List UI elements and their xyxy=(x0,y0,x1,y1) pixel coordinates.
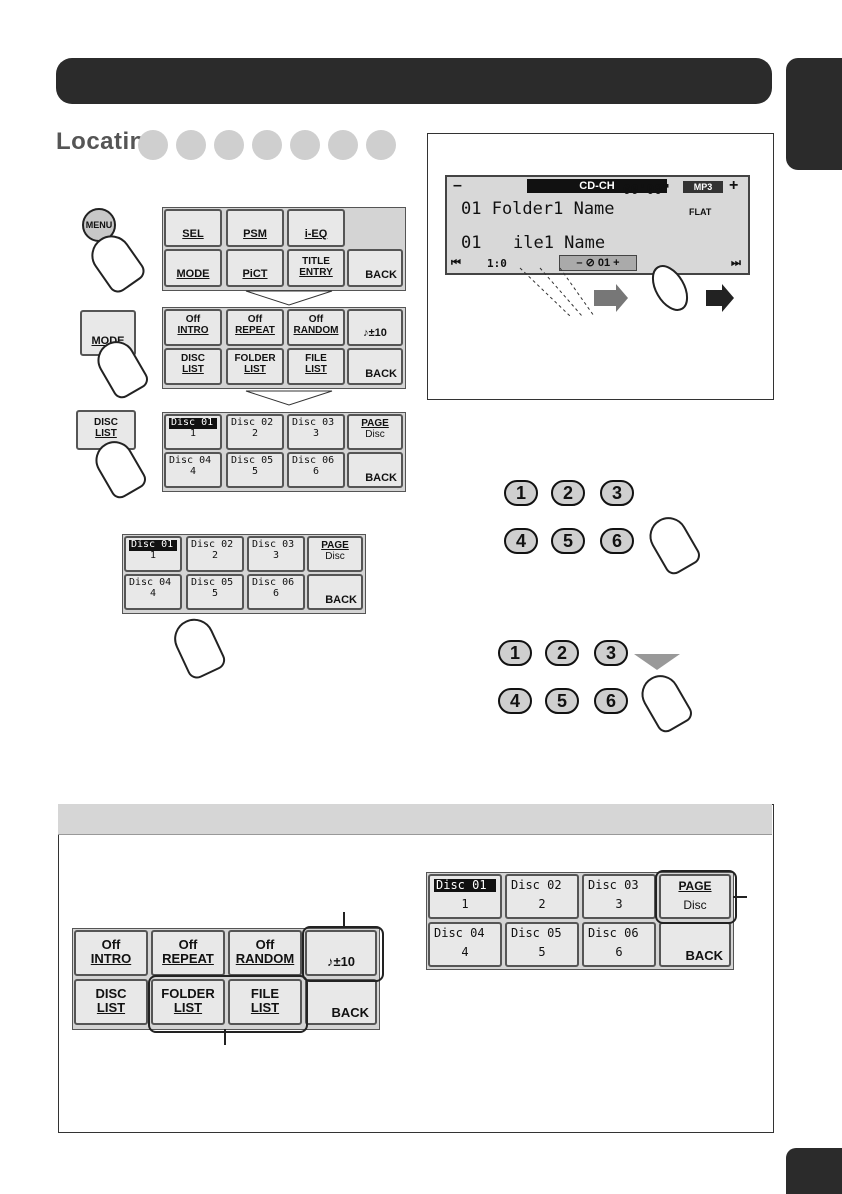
back-key[interactable]: BACK xyxy=(347,249,403,287)
number-4-button[interactable]: 4 xyxy=(504,528,538,554)
source-label: CD-CH xyxy=(527,179,667,193)
page-number-box xyxy=(786,1148,842,1194)
number-6-button[interactable]: 6 xyxy=(594,688,628,714)
number-3-button[interactable]: 3 xyxy=(594,640,628,666)
decor-dot xyxy=(366,130,396,160)
number-2-button[interactable]: 2 xyxy=(545,640,579,666)
down-arrow-icon xyxy=(245,390,333,406)
callout-highlight xyxy=(148,975,308,1033)
skip10-key[interactable]: ♪±10 xyxy=(305,930,377,976)
side-tab xyxy=(786,58,842,170)
number-5-button[interactable]: 5 xyxy=(551,528,585,554)
sel-key[interactable]: SEL xyxy=(164,209,222,247)
back-key[interactable]: BACK xyxy=(659,922,731,967)
file-number: 01 xyxy=(461,233,482,253)
decor-dot xyxy=(214,130,244,160)
number-3-button[interactable]: 3 xyxy=(600,480,634,506)
finger-icon xyxy=(642,510,704,578)
callout-line xyxy=(733,896,747,898)
info-box-header xyxy=(58,804,772,835)
number-4-button[interactable]: 4 xyxy=(498,688,532,714)
time-display: 00'00" xyxy=(623,183,670,198)
file-name: ile1 Name xyxy=(513,233,606,253)
hold-arrow-icon xyxy=(634,654,680,670)
finger-icon xyxy=(167,612,229,682)
callout-line xyxy=(224,1029,226,1045)
prev-icon[interactable]: ⏮ xyxy=(451,257,461,269)
track-time: 1:0 xyxy=(487,257,507,270)
number-5-button[interactable]: 5 xyxy=(545,688,579,714)
back-key[interactable]: BACK xyxy=(305,979,377,1025)
callout-highlight xyxy=(302,926,384,982)
counter-control[interactable]: – ⊘ 01 + xyxy=(559,255,637,271)
format-label: MP3 xyxy=(683,181,723,193)
decor-dot xyxy=(176,130,206,160)
callout-line xyxy=(343,912,345,928)
lcd-display: CD-CH 00'00" MP3 + – FLAT 01 Folder1 Nam… xyxy=(445,175,750,275)
number-6-button[interactable]: 6 xyxy=(600,528,634,554)
decor-dot xyxy=(252,130,282,160)
minus-icon[interactable]: – xyxy=(453,177,462,194)
decor-dot xyxy=(138,130,168,160)
back-key[interactable]: BACK xyxy=(347,452,403,488)
ieq-key[interactable]: i-EQ xyxy=(287,209,345,247)
decor-dot xyxy=(290,130,320,160)
number-1-button[interactable]: 1 xyxy=(504,480,538,506)
back-key[interactable]: BACK xyxy=(347,348,403,385)
mode-key[interactable]: MODE xyxy=(164,249,222,287)
plus-icon[interactable]: + xyxy=(729,177,739,194)
psm-key[interactable]: PSM xyxy=(226,209,284,247)
number-2-button[interactable]: 2 xyxy=(551,480,585,506)
skip10-key[interactable]: ♪±10 xyxy=(347,309,403,346)
finger-icon xyxy=(634,668,696,736)
drag-gesture-icon xyxy=(519,265,734,317)
number-1-button[interactable]: 1 xyxy=(498,640,532,666)
next-icon[interactable]: ⏭ xyxy=(731,257,741,269)
eq-label: FLAT xyxy=(689,207,712,217)
back-key[interactable]: BACK xyxy=(307,574,363,610)
header-bar xyxy=(56,58,772,104)
pict-key[interactable]: PiCT xyxy=(226,249,284,287)
lcd-illustration-box xyxy=(427,133,774,400)
callout-highlight xyxy=(655,870,737,924)
folder-name: 01 Folder1 Name xyxy=(461,199,615,219)
decor-dot xyxy=(328,130,358,160)
down-arrow-icon xyxy=(245,290,333,306)
